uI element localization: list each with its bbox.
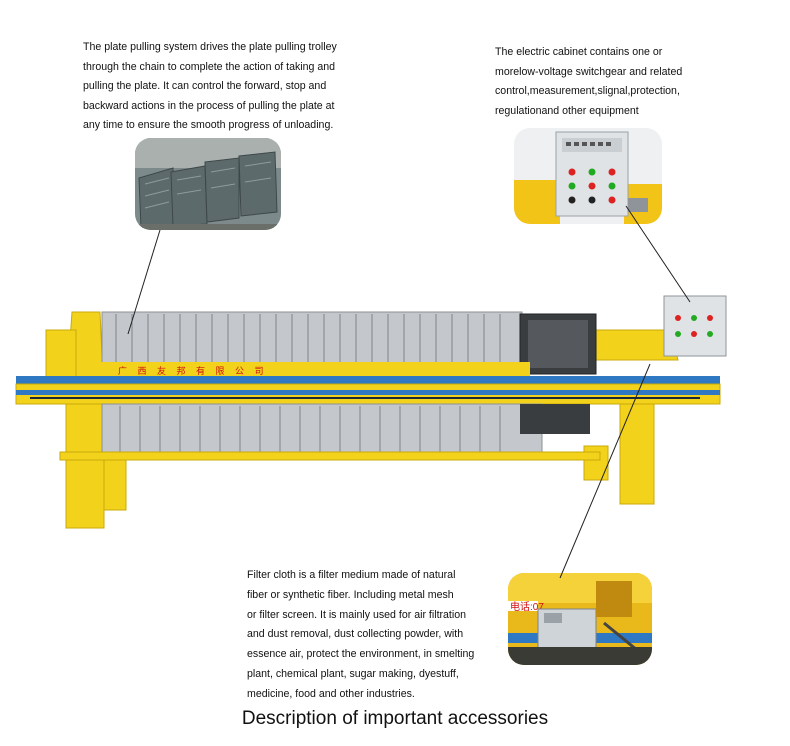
electric-cabinet-photo bbox=[514, 128, 662, 224]
electric-cabinet-description: The electric cabinet contains one or mor… bbox=[495, 46, 683, 117]
page-caption: Description of important accessories bbox=[241, 708, 549, 729]
svg-text:电话:07: 电话:07 bbox=[510, 600, 544, 613]
pointer-line-cabinet bbox=[625, 205, 691, 303]
plate-pulling-description: The plate pulling system drives the plat… bbox=[83, 41, 337, 131]
pointer-line-cloth bbox=[559, 363, 651, 579]
filter-cloth-description: Filter cloth is a filter medium made of … bbox=[247, 569, 475, 700]
filter-plates-photo bbox=[135, 138, 281, 230]
machine-banner-text: 广 西 友 邦 有 限 公 司 bbox=[118, 365, 268, 376]
pointer-line-plates bbox=[127, 229, 161, 335]
filter-cloth-photo: 电话:07 bbox=[508, 573, 652, 665]
